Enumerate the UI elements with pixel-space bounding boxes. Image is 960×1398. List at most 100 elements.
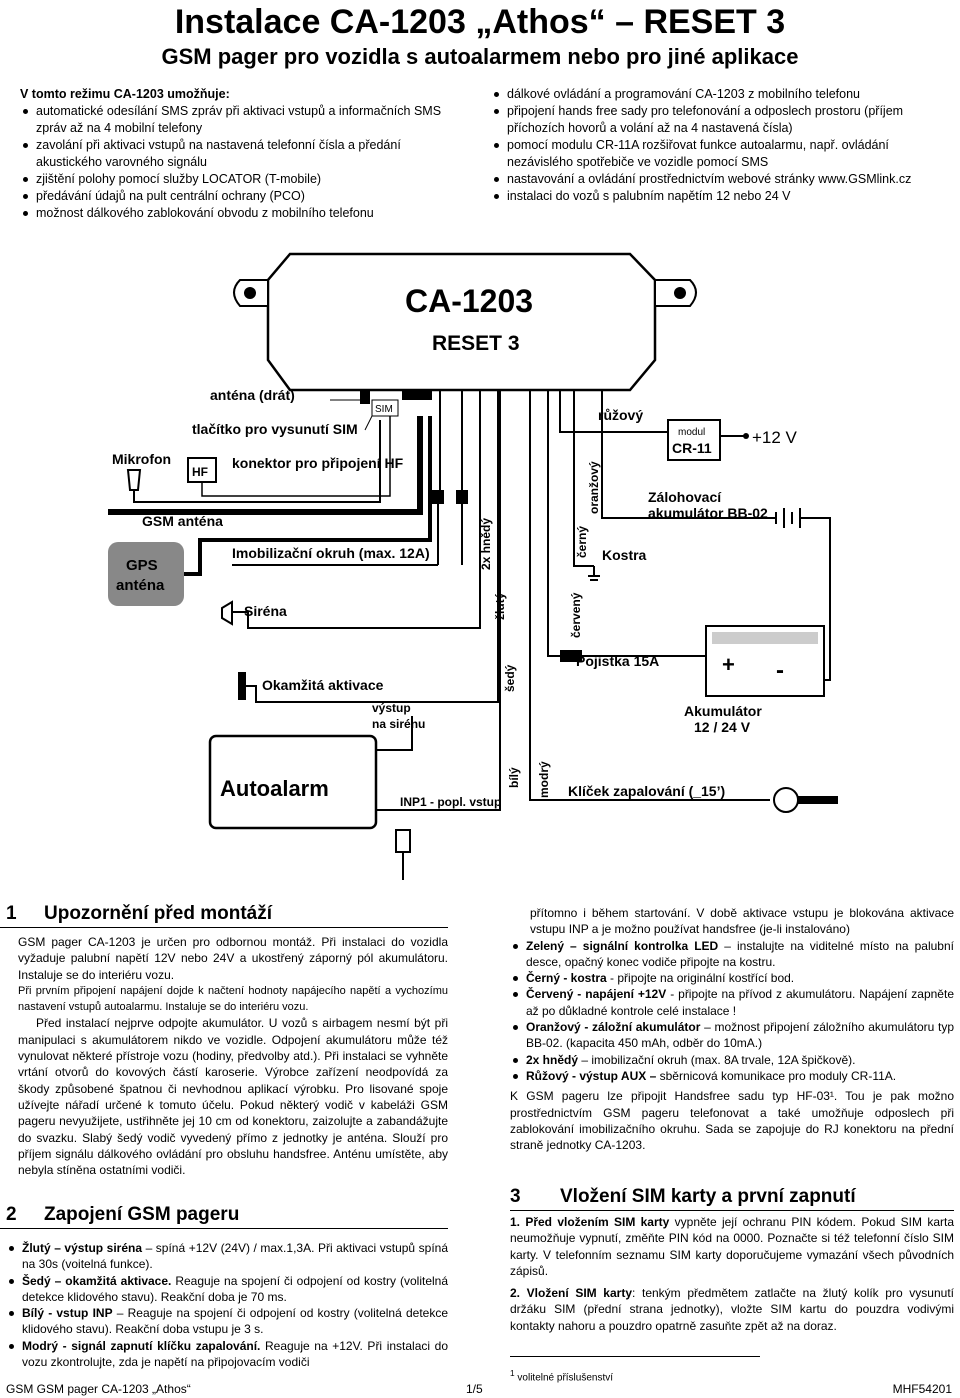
footnote-mark: 1 (510, 1368, 515, 1378)
list-item: připojení hands free sady pro telefonová… (491, 103, 931, 137)
section-1-number: 1 (6, 903, 17, 924)
list-item: Zelený – signální kontrolka LED – instal… (510, 938, 954, 971)
list-item-text: – imobilizační okruh (max. 8A trvale, 12… (578, 1052, 856, 1067)
list-item-text: Reaguje na +12V. Při instalaci do vozu z… (22, 1338, 449, 1370)
list-item-bold: Šedý – okamžitá aktivace. (22, 1273, 172, 1288)
blue-label: modrý (537, 761, 551, 798)
module-label-1: modul (678, 427, 705, 438)
list-item-text: Reaguje na spojení či odpojení od kostry… (22, 1273, 449, 1304)
hf-label: HF (192, 465, 208, 479)
list-item: automatické odesílání SMS zpráv při akti… (20, 103, 460, 137)
list-item-bold: Černý - kostra (526, 971, 607, 986)
list-item-bold: Růžový - výstup AUX – (526, 1068, 660, 1083)
section-3-p2-text: : tenkým předmětem zatlačte na žlutý kol… (510, 1286, 954, 1333)
list-item-text: sběrnicová komunikace pro moduly CR-11A. (659, 1068, 897, 1083)
gps-label-1: GPS (126, 557, 158, 574)
right-column: přítomno i během startování. V době akti… (510, 905, 954, 1153)
list-item-bold: 2x hnědý (526, 1052, 579, 1067)
list-item-bold: Červený - napájení +12V (526, 987, 667, 1002)
instant-label: Okamžitá aktivace (262, 677, 384, 693)
gsm-antenna-label: GSM anténa (142, 513, 223, 529)
list-item: Růžový - výstup AUX – sběrnicová komunik… (510, 1068, 954, 1084)
list-item-bold: Bílý - vstup INP (22, 1306, 113, 1321)
section-3-p1-bold: 1. Před vložením SIM karty (510, 1215, 670, 1229)
brown-label: 2x hnědý (479, 518, 493, 570)
list-item-bold: Žlutý – výstup siréna (22, 1241, 143, 1255)
section-3-p1-text: vypněte její ochranu PIN kódem. Pokud SI… (510, 1215, 954, 1278)
section-1-p2: Před instalací nejprve odpojte akumuláto… (18, 1016, 448, 1178)
footer-left: GSM GSM pager CA-1203 „Athos“ (6, 1382, 191, 1396)
autoalarm-label: Autoalarm (220, 776, 329, 801)
list-item: Modrý - signál zapnutí klíčku zapalování… (6, 1338, 448, 1371)
intro-heading: V tomto režimu CA-1203 umožňuje: (20, 87, 230, 101)
footnote: 1 volitelné příslušenství (510, 1368, 613, 1383)
module-label-2: CR-11 (672, 440, 712, 456)
pink-label: růžový (598, 407, 643, 423)
list-item: možnost dálkového zablokování obvodu z m… (20, 205, 460, 222)
list-item: Oranžový - záložní akumulátor – možnost … (510, 1019, 954, 1052)
right-continuation: přítomno i během startování. V době akti… (530, 906, 954, 937)
list-item: Šedý – okamžitá aktivace. Reaguje na spo… (6, 1273, 448, 1306)
section-2-body: Žlutý – výstup siréna – spíná +12V (24V)… (6, 1240, 448, 1370)
antenna-wire-label: anténa (drát) (210, 387, 295, 403)
intro-right-list: dálkové ovládání a programování CA-1203 … (491, 86, 931, 205)
siren-out-2: na sirénu (372, 717, 425, 731)
ground-label: Kostra (602, 547, 647, 563)
footer-code: MHF54201 (892, 1382, 952, 1396)
list-item: nastavování a ovládání prostřednictvím w… (491, 171, 931, 188)
list-item-text: – Reaguje na spojení či odpojení od kost… (22, 1306, 448, 1337)
section-2-number: 2 (6, 1204, 17, 1225)
list-item-bold: Oranžový - záložní akumulátor (526, 1020, 701, 1035)
siren-out-1: výstup (372, 701, 411, 715)
list-item: Černý - kostra - připojte na originální … (510, 970, 954, 986)
plus12-label: +12 V (752, 428, 798, 447)
list-item-text: - připojte na přívod z akumulátoru. Napá… (526, 987, 954, 1018)
intro-right: dálkové ovládání a programování CA-1203 … (491, 86, 931, 205)
list-item-text: – možnost připojení záložního akumulátor… (526, 1020, 954, 1051)
orange-label: oranžový (587, 461, 601, 514)
list-item: 2x hnědý – imobilizační okruh (max. 8A t… (510, 1052, 954, 1068)
backup-label-2: akumulátor BB-02 (648, 505, 768, 521)
backup-label-1: Zálohovací (648, 489, 722, 505)
section-3-body: 1. Před vložením SIM karty vypněte její … (510, 1214, 954, 1334)
footnote-text: volitelné příslušenství (517, 1372, 614, 1384)
section-1-p1b: Při prvním připojení napájení dojde k na… (18, 984, 448, 1014)
list-item: Červený - napájení +12V - připojte na př… (510, 986, 954, 1019)
device-mode: RESET 3 (432, 332, 520, 355)
list-item: zjištění polohy pomocí služby LOCATOR (T… (20, 171, 460, 188)
section-3-p2-bold: 2. Vložení SIM karty (510, 1286, 632, 1301)
red-label: červený (569, 592, 583, 638)
list-item-text: – spíná +12V (24V) / max.1,3A. Při aktiv… (22, 1241, 449, 1272)
immob-label: Imobilizační okruh (max. 12A) (232, 545, 430, 561)
section-3-p1: 1. Před vložením SIM karty vypněte její … (510, 1214, 954, 1279)
footnote-rule (510, 1356, 760, 1357)
intro-left: V tomto režimu CA-1203 umožňuje: automat… (20, 86, 460, 222)
list-item: zavolání při aktivaci vstupů na nastaven… (20, 137, 460, 171)
sim-button-label: tlačítko pro vysunutí SIM (192, 421, 358, 437)
right-list: Zelený – signální kontrolka LED – instal… (510, 938, 954, 1085)
section-2-title: Zapojení GSM pageru (44, 1204, 240, 1225)
list-item: instalaci do vozů s palubním napětím 12 … (491, 188, 931, 205)
microphone-label: Mikrofon (112, 451, 171, 467)
device-name: CA-1203 (405, 283, 533, 319)
list-item-bold: Zelený – signální kontrolka LED (526, 938, 719, 953)
hf-connector-label: konektor pro připojení HF (232, 455, 404, 471)
section-3-p2: 2. Vložení SIM karty: tenkým předmětem z… (510, 1285, 954, 1334)
footer-page: 1/5 (466, 1382, 483, 1396)
list-item-bold: Modrý - signál zapnutí klíčku zapalování… (22, 1338, 261, 1353)
section-2-list: Žlutý – výstup siréna – spíná +12V (24V)… (6, 1240, 448, 1370)
section-3-number: 3 (510, 1186, 521, 1207)
battery-minus: - (776, 657, 784, 684)
section-1-p1: GSM pager CA-1203 je určen pro odbornou … (18, 935, 448, 982)
list-item: pomocí modulu CR-11A rozšiřovat funkce a… (491, 137, 931, 171)
white-label: bílý (507, 767, 521, 788)
battery-plus: + (722, 652, 735, 677)
battery-label-2: 12 / 24 V (694, 719, 751, 735)
siren-label: Siréna (244, 603, 287, 619)
hf-paragraph: K GSM pageru lze připojit Handsfree sadu… (510, 1089, 954, 1153)
list-item-text: – instalujte na viditelné místo na palub… (526, 938, 954, 969)
inp1-label: INP1 - popl. vstup (400, 795, 501, 809)
section-1-body: GSM pager CA-1203 je určen pro odbornou … (18, 934, 448, 1178)
